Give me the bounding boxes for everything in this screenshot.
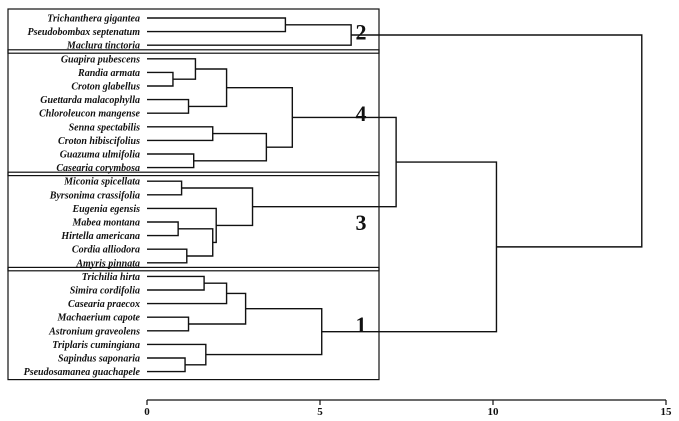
branch-link bbox=[147, 357, 186, 373]
branch-link bbox=[147, 207, 217, 244]
taxon-label: Simira cordifolia bbox=[70, 286, 140, 297]
taxon-label: Trichanthera gigantea bbox=[47, 14, 140, 25]
branch-link bbox=[147, 126, 214, 142]
taxon-label: Trichilia hirta bbox=[82, 272, 140, 283]
taxon-label: Guettarda malacophylla bbox=[40, 95, 140, 106]
branch-link bbox=[147, 17, 287, 33]
branch-link bbox=[205, 308, 323, 356]
axis-tick-label: 0 bbox=[144, 406, 150, 418]
branch-link bbox=[193, 132, 268, 162]
axis-tick-label: 5 bbox=[317, 406, 323, 418]
taxon-label: Cordia alliodora bbox=[72, 245, 140, 256]
branch-link bbox=[226, 87, 294, 148]
taxon-label: Eugenia egensis bbox=[71, 204, 140, 215]
cluster-labels: 2 4 3 1 bbox=[356, 20, 367, 337]
taxon-label: Senna spectabilis bbox=[69, 122, 141, 133]
taxon-label: Mabea montana bbox=[71, 218, 140, 229]
branch-link bbox=[188, 68, 228, 108]
taxon-label: Casearia corymbosa bbox=[56, 163, 140, 174]
branch-link bbox=[147, 248, 188, 264]
cluster-box-2 bbox=[7, 8, 380, 54]
taxon-label: Croton hibiscifolius bbox=[58, 136, 140, 147]
taxon-label: Guazuma ulmifolia bbox=[60, 150, 140, 161]
taxon-label: Pseudobombax septenatum bbox=[27, 27, 140, 38]
taxon-label: Pseudosamanea guachapele bbox=[24, 367, 141, 378]
taxon-label: Amyris pinnata bbox=[75, 258, 140, 269]
cluster-number-1: 1 bbox=[356, 312, 367, 337]
taxon-label: Randia armata bbox=[77, 68, 140, 79]
taxon-label: Triplaris cumingiana bbox=[52, 340, 140, 351]
axis-tick-label: 15 bbox=[661, 406, 673, 418]
branch-link bbox=[147, 282, 228, 305]
branch-link bbox=[147, 180, 183, 196]
branch-link bbox=[147, 316, 190, 332]
branch-link bbox=[147, 275, 205, 291]
branch-link bbox=[147, 343, 207, 366]
taxon-label: Maclura tinctoria bbox=[66, 41, 140, 52]
cluster-boxes bbox=[7, 8, 380, 381]
branch-link bbox=[188, 292, 247, 325]
taxon-label: Machaerium capote bbox=[57, 313, 141, 324]
taxon-label: Croton glabellus bbox=[71, 82, 140, 93]
taxon-label: Byrsonima crassifolia bbox=[49, 190, 140, 201]
cluster-number-2: 2 bbox=[356, 20, 367, 45]
axis-tick-label: 10 bbox=[488, 406, 500, 418]
taxon-label: Astronium graveolens bbox=[48, 326, 140, 337]
branch-link bbox=[147, 71, 174, 87]
branch-link bbox=[147, 58, 197, 80]
taxon-label: Casearia praecox bbox=[68, 299, 140, 310]
branch-link bbox=[181, 187, 254, 227]
branch-link bbox=[178, 228, 214, 257]
branch-link bbox=[147, 98, 190, 114]
dendrogram-branches bbox=[147, 17, 643, 373]
distance-axis: 0 5 10 15 bbox=[144, 399, 673, 418]
cluster-box-1 bbox=[7, 266, 380, 381]
branch-link bbox=[147, 221, 179, 237]
taxon-label: Chloroleucon mangense bbox=[39, 109, 140, 120]
branch-link bbox=[147, 24, 352, 46]
cluster-number-3: 3 bbox=[356, 210, 367, 235]
branch-link bbox=[351, 34, 643, 248]
branch-link bbox=[147, 153, 195, 169]
branch-link bbox=[321, 161, 498, 333]
taxon-label: Hirtella americana bbox=[60, 231, 140, 242]
taxon-label: Sapindus saponaria bbox=[58, 354, 140, 365]
cluster-number-4: 4 bbox=[356, 101, 367, 126]
branch-link bbox=[252, 116, 397, 208]
cluster-box-3 bbox=[7, 171, 380, 272]
taxon-label: Miconia spicellata bbox=[63, 177, 140, 188]
cluster-box-4 bbox=[7, 49, 380, 177]
taxon-label: Guapira pubescens bbox=[61, 54, 140, 65]
